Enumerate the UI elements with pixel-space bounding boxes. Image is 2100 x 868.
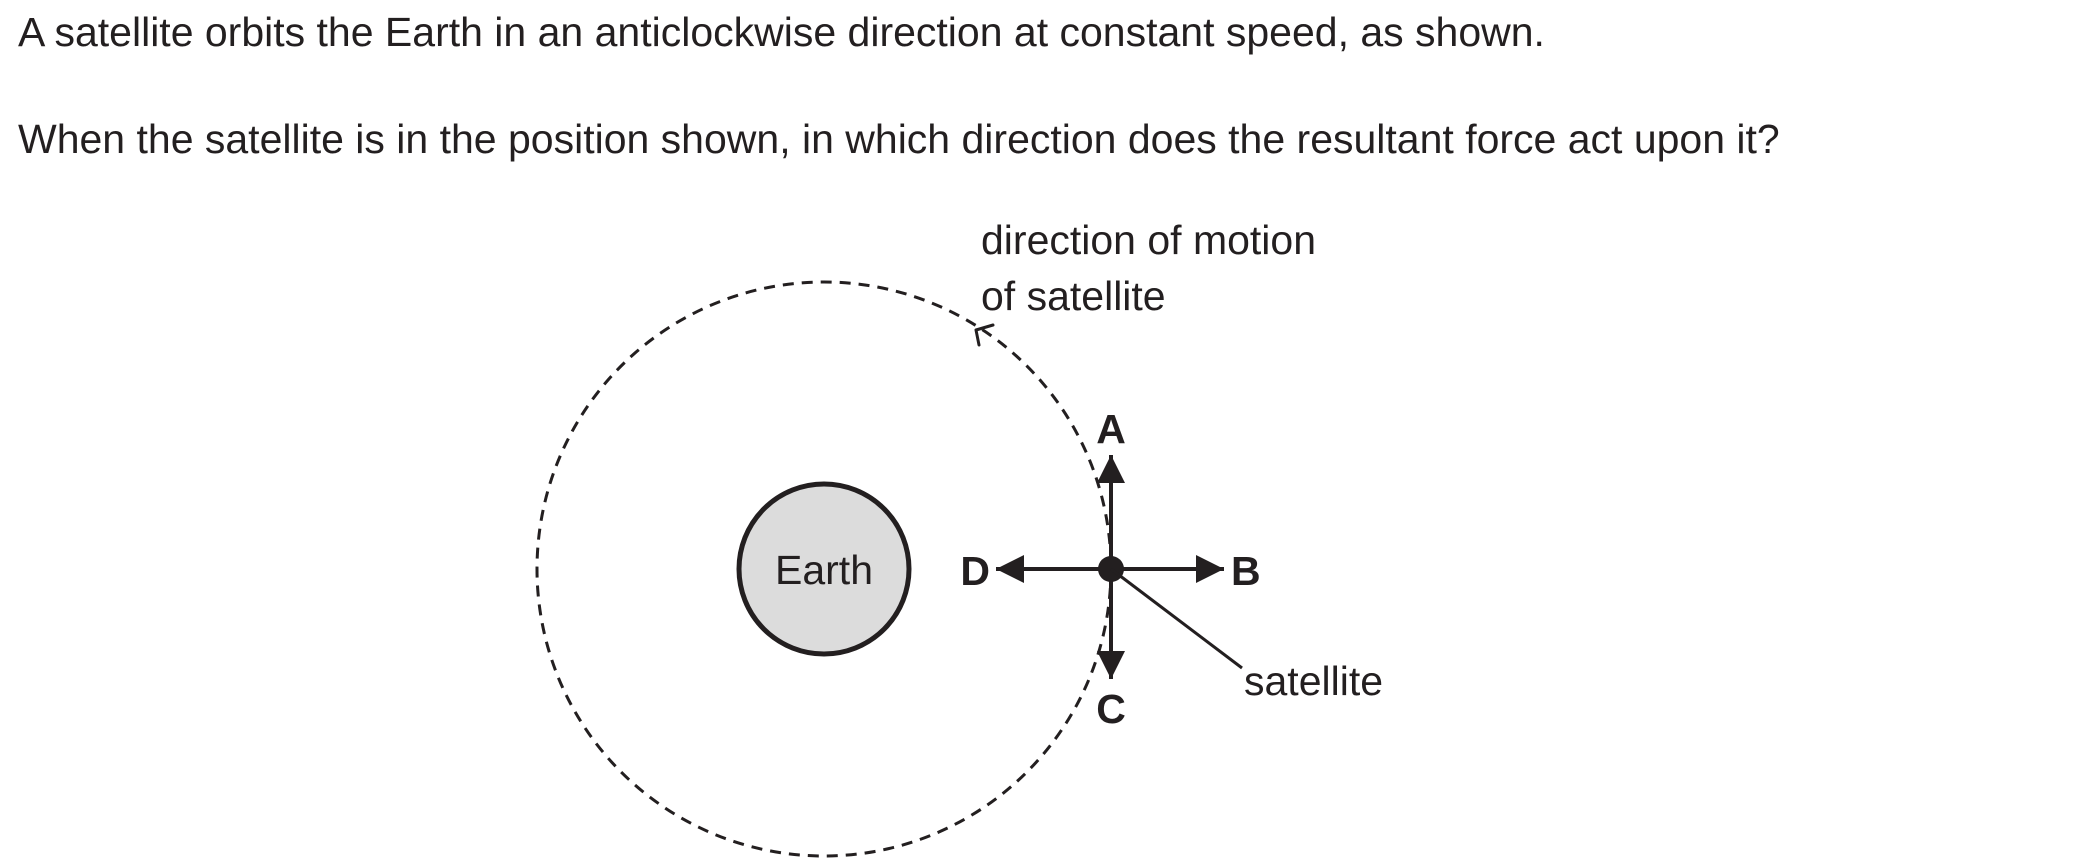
earth-label: Earth: [775, 547, 873, 593]
motion-direction-chevron: [974, 323, 995, 347]
satellite-label: satellite: [1244, 658, 1383, 704]
arrow-label-c: C: [1096, 686, 1126, 732]
earth-circle: [736, 481, 912, 657]
question-text-line-2: When the satellite is in the position sh…: [18, 116, 1780, 162]
arrow-label-d: D: [960, 548, 990, 594]
satellite-leader-line: [1110, 567, 1243, 670]
arrow-label-a: A: [1096, 406, 1126, 452]
motion-label-line-1: direction of motion: [981, 217, 1316, 263]
arrow-label-b: B: [1231, 548, 1261, 594]
motion-label-line-2: of satellite: [981, 273, 1166, 319]
question-text-line-1: A satellite orbits the Earth in an antic…: [18, 9, 1545, 55]
